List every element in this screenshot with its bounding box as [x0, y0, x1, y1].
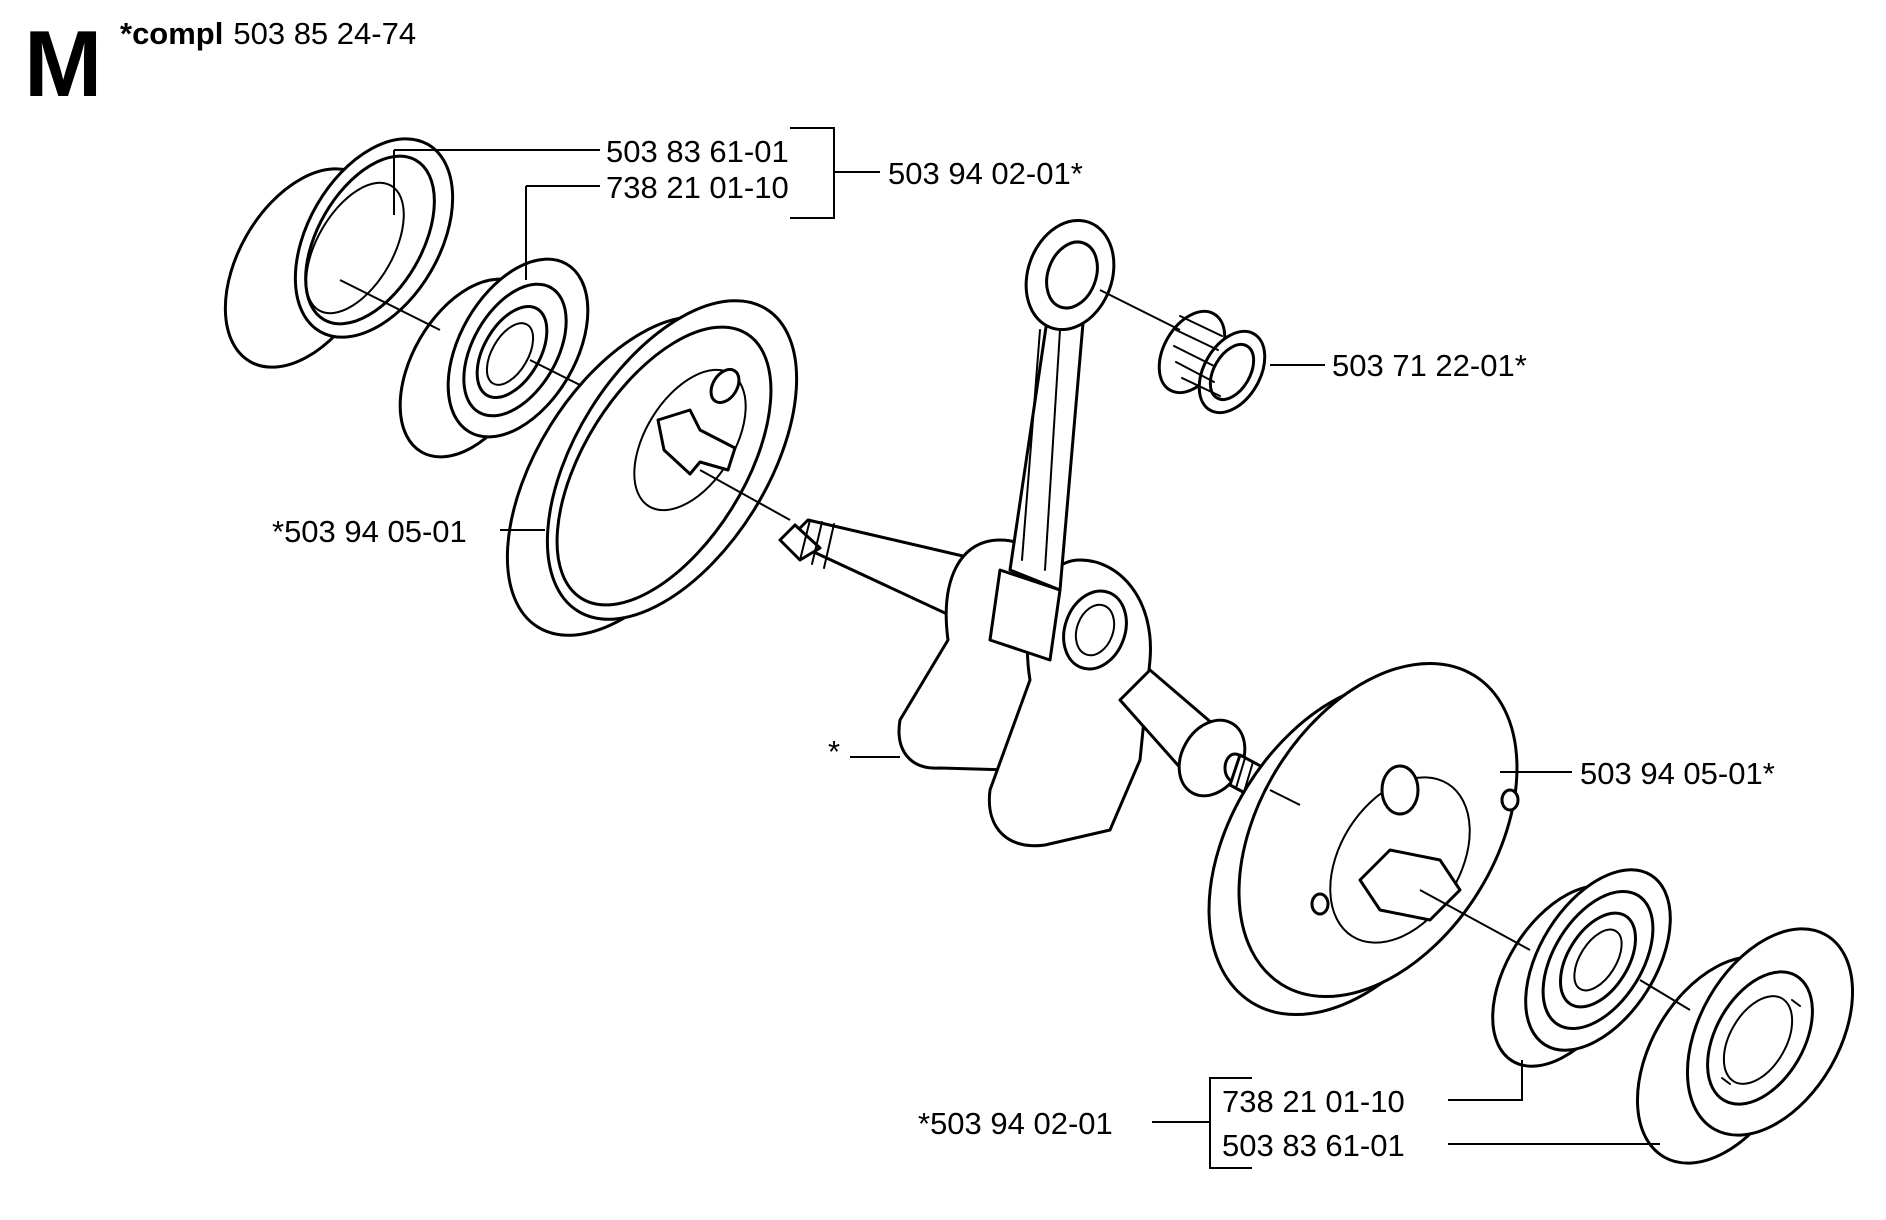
label-ball-bearing-right: 738 21 01-10 — [1222, 1084, 1405, 1119]
label-crank-half-right: 503 94 05-01* — [1580, 756, 1775, 791]
label-kit-bottom: *503 94 02-01 — [918, 1106, 1113, 1141]
callout-top-left — [393, 127, 880, 280]
label-kit-top: 503 94 02-01* — [888, 156, 1083, 191]
connecting-rod — [1008, 218, 1116, 592]
ball-bearing-right — [1491, 868, 1672, 1068]
bearing-housing-left — [223, 137, 455, 369]
center-lines — [339, 279, 1691, 1011]
label-needle-bearing: 503 71 22-01* — [1332, 348, 1527, 383]
label-crankshaft: * — [828, 734, 840, 769]
callout-bottom-right — [1152, 1060, 1660, 1169]
label-bearing-housing-left: 503 83 61-01 — [606, 134, 789, 169]
crank-half-left — [505, 299, 799, 637]
crankshaft — [897, 538, 1152, 848]
bearing-housing-right — [1635, 927, 1855, 1165]
ball-bearing-left — [398, 257, 590, 459]
label-bearing-housing-right: 503 83 61-01 — [1222, 1128, 1405, 1163]
needle-bearing — [1157, 309, 1267, 415]
section-letter: M — [24, 11, 102, 116]
label-crank-half-left: *503 94 05-01 — [272, 514, 467, 549]
compl-part-number: 503 85 24-74 — [233, 16, 416, 51]
compl-heading: *compl 503 85 24-74 — [120, 16, 416, 51]
compl-prefix: *compl — [120, 16, 223, 51]
label-ball-bearing-left: 738 21 01-10 — [606, 170, 789, 205]
crank-half-right — [1207, 661, 1520, 1017]
